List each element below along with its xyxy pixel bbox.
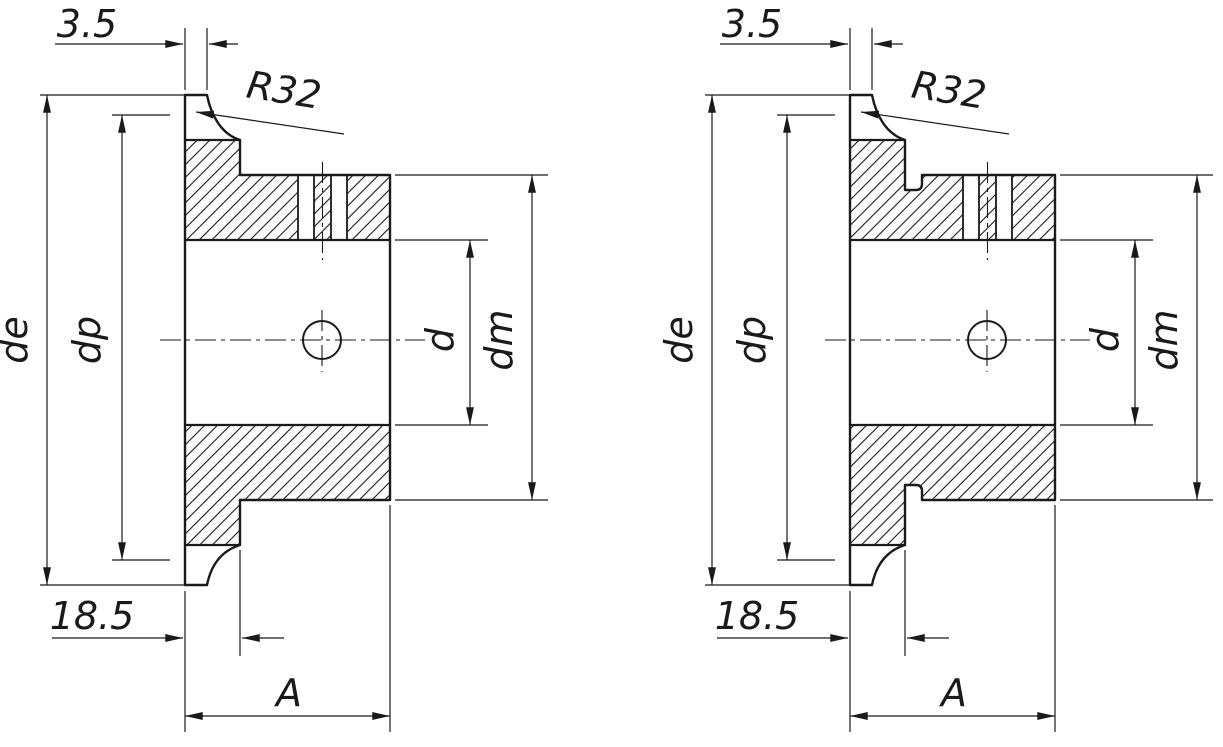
setscrew-hole-gap-right: [996, 176, 1012, 240]
tooth-width-extension-lines: [849, 28, 873, 90]
width-label: A: [938, 671, 967, 715]
de-extension-lines: [705, 94, 850, 586]
offset-extension-lines: [849, 550, 906, 732]
bore-extension-lines: [1060, 239, 1153, 426]
dp-label: dp: [65, 316, 109, 364]
setscrew-hole-gap-left: [963, 176, 979, 240]
radius-label: R32: [909, 63, 990, 118]
offset-extension-lines: [184, 550, 241, 732]
width-label: A: [273, 671, 302, 715]
de-label: de: [0, 316, 36, 364]
dp-label: dp: [730, 316, 774, 364]
part-inner-lines: [848, 138, 1057, 547]
hub-extension-lines: [395, 174, 548, 501]
section-hatch-upper: [185, 140, 390, 240]
radius-leader-line: [195, 110, 345, 135]
offset-label: 18.5: [50, 594, 135, 638]
right-sprocket-section: de dp 3.5 R32 d dm 18.5 A: [657, 2, 1213, 732]
de-label: de: [657, 316, 701, 364]
bore-label: d: [418, 327, 462, 352]
hub-diameter-label: dm: [477, 309, 521, 370]
hub-diameter-label: dm: [1142, 309, 1186, 370]
bore-label: d: [1083, 327, 1127, 352]
offset-label: 18.5: [715, 594, 800, 638]
dp-extension-lines: [112, 114, 170, 561]
de-extension-lines: [40, 94, 185, 586]
tooth-width-label: 3.5: [722, 2, 782, 46]
setscrew-hole-lines: [297, 175, 348, 240]
setscrew-hole-lines: [962, 175, 1013, 240]
tooth-width-label: 3.5: [57, 2, 117, 46]
part-inner-lines: [183, 138, 392, 547]
bore-extension-lines: [395, 239, 488, 426]
radius-leader-line: [860, 110, 1010, 135]
setscrew-hole-gap-left: [298, 176, 314, 240]
setscrew-hole-gap-right: [331, 176, 347, 240]
radius-label: R32: [244, 63, 325, 118]
hub-extension-lines: [1060, 174, 1213, 501]
section-hatch-lower: [850, 425, 1055, 545]
part-outline: [848, 93, 1057, 587]
section-hatch-lower: [185, 425, 390, 545]
dp-extension-lines: [777, 114, 835, 561]
left-sprocket-section: de dp 3.5 R32 d dm 18.5 A: [0, 2, 548, 732]
section-hatch-upper: [850, 140, 1055, 240]
tooth-width-extension-lines: [184, 28, 208, 90]
